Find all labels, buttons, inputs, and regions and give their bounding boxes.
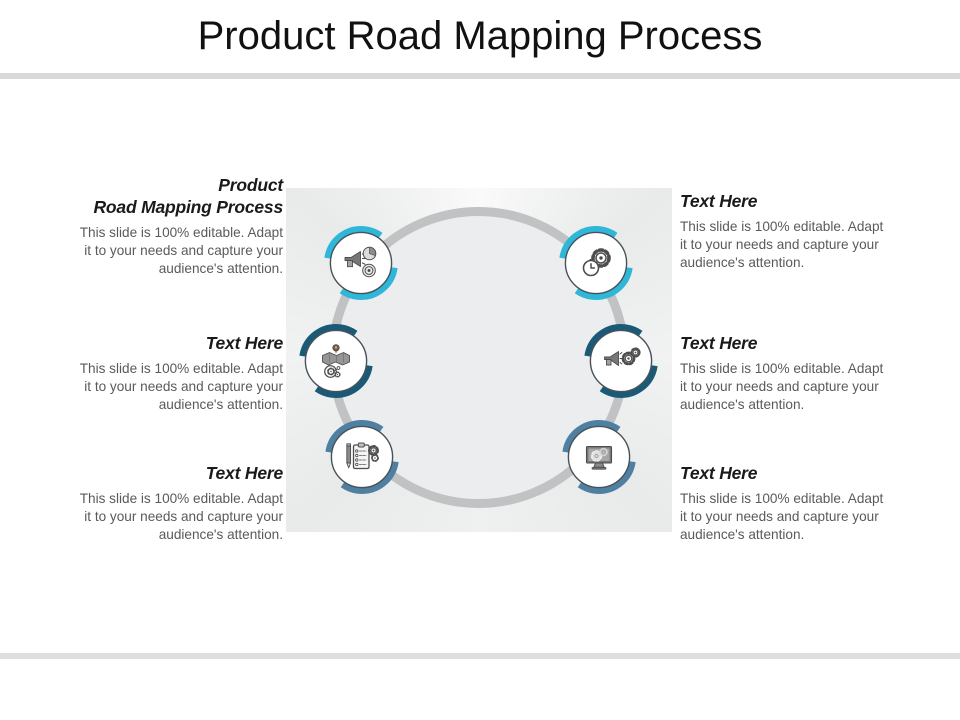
node-bottom-right — [561, 419, 637, 495]
callout-right-3: Text Here This slide is 100% editable. A… — [680, 462, 912, 543]
map-pin-mind-gear-icon — [322, 344, 350, 378]
megaphone-gears-icon — [604, 347, 641, 366]
callout-body: This slide is 100% editable. Adapt it to… — [680, 361, 884, 412]
monitor-gears-icon — [585, 445, 613, 470]
slide-title: Product Road Mapping Process — [197, 14, 763, 58]
callout-title: Text Here — [680, 463, 758, 483]
callout-title: Product Road Mapping Process — [93, 175, 283, 217]
clock-gear-icon — [582, 248, 611, 277]
pencil-checklist-gear-icon — [346, 442, 379, 470]
callout-title: Text Here — [205, 333, 284, 353]
callout-title: Text Here — [205, 463, 284, 483]
node-top-right — [558, 225, 634, 301]
callout-title: Text Here — [680, 333, 758, 353]
callout-right-1: Text Here This slide is 100% editable. A… — [680, 190, 912, 271]
callout-left-3: Text Here This slide is 100% editable. A… — [55, 462, 283, 543]
callout-body: This slide is 100% editable. Adapt it to… — [79, 225, 283, 276]
node-bottom-left — [324, 419, 400, 495]
callout-left-1: Product Road Mapping Process This slide … — [55, 174, 283, 277]
callout-right-2: Text Here This slide is 100% editable. A… — [680, 332, 912, 413]
callout-body: This slide is 100% editable. Adapt it to… — [79, 361, 283, 412]
callout-body: This slide is 100% editable. Adapt it to… — [79, 491, 283, 542]
node-top-left — [323, 225, 399, 301]
callout-body: This slide is 100% editable. Adapt it to… — [680, 491, 884, 542]
callout-body: This slide is 100% editable. Adapt it to… — [680, 219, 884, 270]
node-middle-right — [583, 323, 659, 399]
callout-title: Text Here — [680, 191, 758, 211]
top-divider-bar — [0, 73, 960, 79]
bottom-divider-bar — [0, 653, 960, 659]
node-middle-left — [298, 323, 374, 399]
callout-left-2: Text Here This slide is 100% editable. A… — [55, 332, 283, 413]
megaphone-pie-target-icon — [344, 246, 377, 278]
